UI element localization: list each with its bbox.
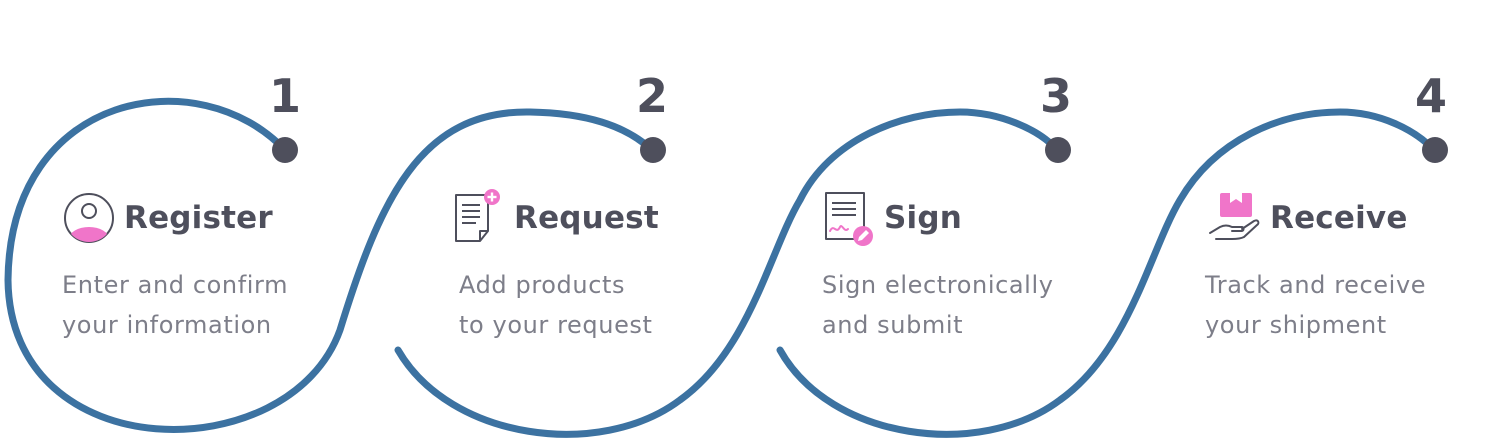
step-description-line: Sign electronically	[822, 271, 1054, 299]
step-register: 1 Register Enter and confirm your inform…	[0, 0, 320, 440]
step-receive: 4 Receive Track and receive your shipmen…	[0, 0, 1447, 440]
step-description: Track and receive your shipment	[1205, 265, 1426, 345]
step-title: Register	[124, 200, 273, 236]
wave-path-step-1	[4, 97, 656, 433]
add-document-icon	[455, 189, 500, 242]
step-description: Enter and confirm your information	[62, 265, 288, 345]
step-description-line: your information	[62, 311, 272, 339]
step-sign: 3 Sign Sign electronically and submit	[0, 0, 1072, 440]
step-description-line: Add products	[459, 271, 626, 299]
step-description-line: Track and receive	[1205, 271, 1427, 299]
step-heading: Register	[60, 188, 273, 248]
user-profile-icon	[64, 193, 114, 243]
step-description: Sign electronically and submit	[822, 265, 1054, 345]
step-2-dot	[640, 137, 666, 163]
step-4-dot	[1422, 137, 1448, 163]
hand-with-package-icon	[1209, 193, 1260, 240]
step-request: 2 Request Add products to your request	[0, 0, 668, 440]
wave-path-step-3	[776, 108, 1438, 438]
step-number: 1	[268, 69, 301, 123]
step-3-dot	[1045, 137, 1071, 163]
step-title: Receive	[1270, 200, 1408, 236]
step-heading: Receive	[1206, 188, 1408, 248]
step-description-line: your shipment	[1205, 311, 1387, 339]
signed-document-icon	[825, 192, 873, 246]
step-number: 4	[1414, 69, 1447, 123]
step-title: Sign	[884, 200, 963, 236]
step-heading: Sign	[820, 188, 962, 248]
step-number: 3	[1039, 69, 1072, 123]
step-1-dot	[272, 137, 298, 163]
step-description-line: Enter and confirm	[62, 271, 289, 299]
step-description: Add products to your request	[459, 265, 653, 345]
step-number: 2	[635, 69, 668, 123]
step-description-line: and submit	[822, 311, 964, 339]
step-description-line: to your request	[459, 311, 653, 339]
step-heading: Request	[450, 188, 659, 248]
step-title: Request	[514, 200, 659, 236]
wave-path-step-2	[394, 108, 1061, 438]
